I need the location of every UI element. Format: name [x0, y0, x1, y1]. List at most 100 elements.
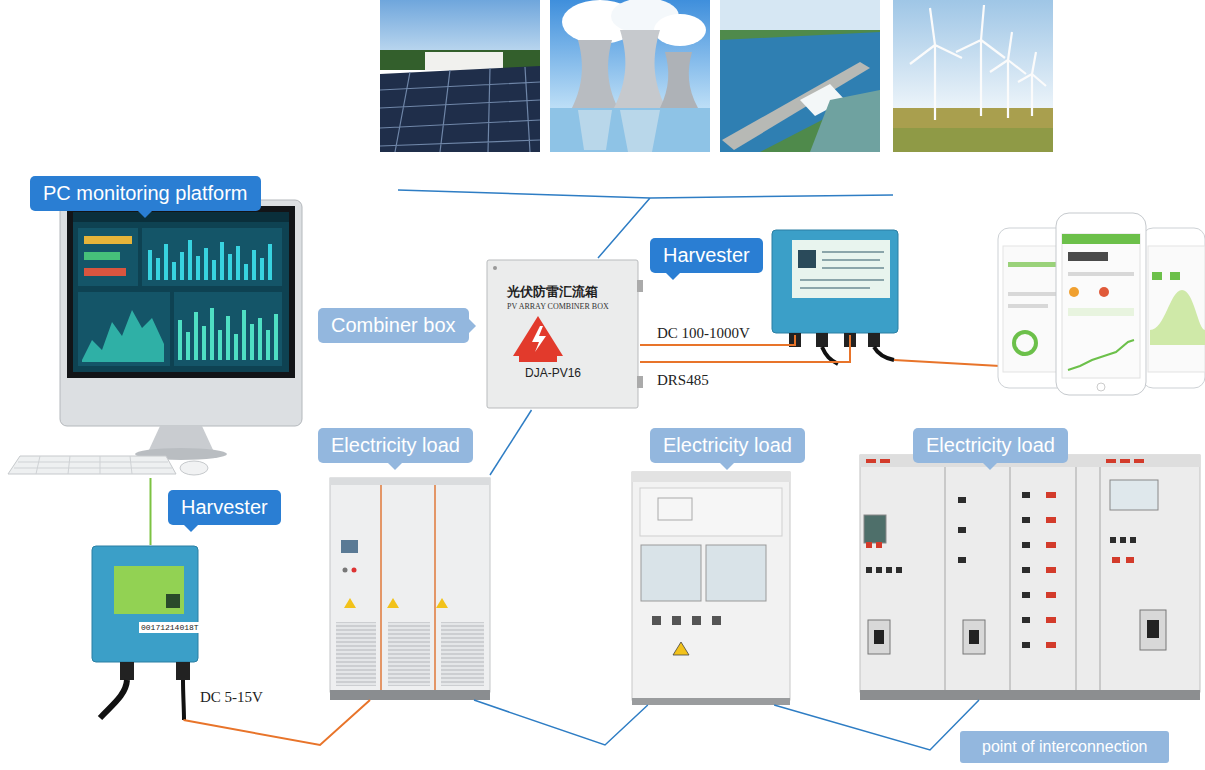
screen-gauge: [84, 252, 120, 260]
cable: [183, 680, 184, 720]
connector-wire: [474, 700, 648, 745]
load-node: Electricity load: [330, 475, 490, 700]
screen-panel: [78, 228, 138, 286]
interconnection-tag: point of interconnection: [960, 731, 1169, 763]
wind-photo-sky: [893, 0, 1053, 112]
phone-link-wire: [894, 360, 1000, 366]
combiner-hinge: [637, 376, 643, 388]
solar-photo-panels: [380, 66, 540, 152]
switchgear: [860, 455, 1200, 692]
solar-photo-building: [425, 52, 503, 70]
phone: [1142, 228, 1205, 388]
warning-triangle: [673, 642, 689, 655]
cabinet-base: [330, 690, 490, 700]
phone-screen: [1148, 246, 1205, 372]
cabinet-vent: [388, 622, 430, 686]
harvester-node: Harvester: [770, 228, 900, 335]
cabinet-upper-door: [640, 488, 782, 536]
wire-label: DRS485: [657, 371, 709, 389]
cabinet: [330, 478, 490, 692]
combiner-lock: [493, 266, 497, 270]
harvester-tag: Harvester: [168, 490, 281, 525]
cooling-tower: [572, 40, 618, 108]
breaker-handle: [874, 630, 884, 644]
screen-panel: [78, 292, 170, 366]
breaker: [963, 620, 985, 654]
phone: [1056, 213, 1146, 395]
cabinet-button: [712, 616, 721, 625]
steam-cloud: [654, 14, 706, 46]
phone-icon: [1069, 287, 1079, 297]
load-node: Electricity load: [860, 455, 1200, 700]
cabinet-vent: [441, 622, 484, 686]
warning-bolt: [532, 326, 546, 352]
cabinet-vent: [336, 622, 376, 686]
cabinet-button: [343, 568, 348, 573]
breaker-handle: [969, 630, 979, 644]
phone-bar: [1008, 304, 1048, 308]
cooling-tower: [660, 52, 698, 108]
monitor-bezel: [67, 206, 295, 378]
load-node: Electricity load: [632, 470, 790, 705]
screen-bars: [180, 308, 276, 360]
meter-window: [658, 498, 692, 520]
cooling-tower: [614, 30, 666, 108]
combiner-housing: [487, 260, 638, 408]
wind-photo-grass: [893, 128, 1053, 152]
phone-chart: [1068, 340, 1134, 370]
screen-header: [73, 212, 289, 222]
warning-triangle: [436, 598, 448, 608]
wind-photo-field: [893, 108, 1053, 152]
harvester-label: [792, 240, 890, 298]
cabinet-screen: [341, 540, 358, 553]
screen-gauge: [84, 236, 132, 244]
qr-code: [798, 250, 816, 268]
cabinet-button: [352, 568, 357, 573]
screen-gauge: [84, 268, 126, 276]
screen-panel: [142, 228, 282, 286]
tower-reflection: [578, 110, 660, 152]
warning-triangle: [513, 316, 563, 356]
monitor-node: PC monitoring platform: [5, 200, 305, 478]
screen-bars: [150, 240, 270, 280]
power-plant-photo-water: [550, 108, 710, 152]
dam-photo-hills: [720, 30, 880, 152]
load-tag: Electricity load: [650, 428, 805, 463]
cabinet: [632, 472, 790, 700]
dam-photo-water: [720, 32, 880, 152]
cabinet-top: [632, 472, 790, 482]
load-tag: Electricity load: [913, 428, 1068, 463]
cabinet-button: [652, 616, 661, 625]
phone-bar: [1008, 262, 1058, 267]
harvester-housing: [92, 546, 198, 662]
cabinet-window: [706, 545, 766, 601]
switch-knobs: [866, 495, 1134, 645]
wind-turbine: [910, 5, 1046, 120]
phone-chart: [1150, 290, 1205, 345]
cable-gland: [176, 662, 190, 680]
cable-gland: [868, 333, 880, 347]
cabinet-seams: [381, 485, 435, 690]
breaker: [868, 620, 890, 654]
screen-panel: [174, 292, 282, 366]
cable-gland: [120, 662, 134, 680]
phone-ring: [1014, 332, 1036, 354]
cabinet-base: [632, 698, 790, 705]
phone-bar: [1170, 272, 1180, 280]
qr-code: [166, 594, 180, 608]
harvester-tag: Harvester: [650, 238, 763, 273]
breaker: [1140, 610, 1166, 650]
load-tag: Electricity load: [318, 428, 473, 463]
label-lines: [800, 252, 884, 288]
phone-button: [1097, 383, 1105, 391]
connector-wire: [184, 700, 371, 745]
combiner-node: Combiner box光伏防雷汇流箱PV ARRAY COMBINER BOX…: [485, 258, 640, 410]
keyboard: [8, 456, 176, 474]
connector-wire: [150, 478, 152, 545]
model-number: DJA-PV16: [525, 366, 581, 380]
combiner-tag: Combiner box: [318, 308, 469, 343]
cabinet-top: [330, 478, 490, 485]
